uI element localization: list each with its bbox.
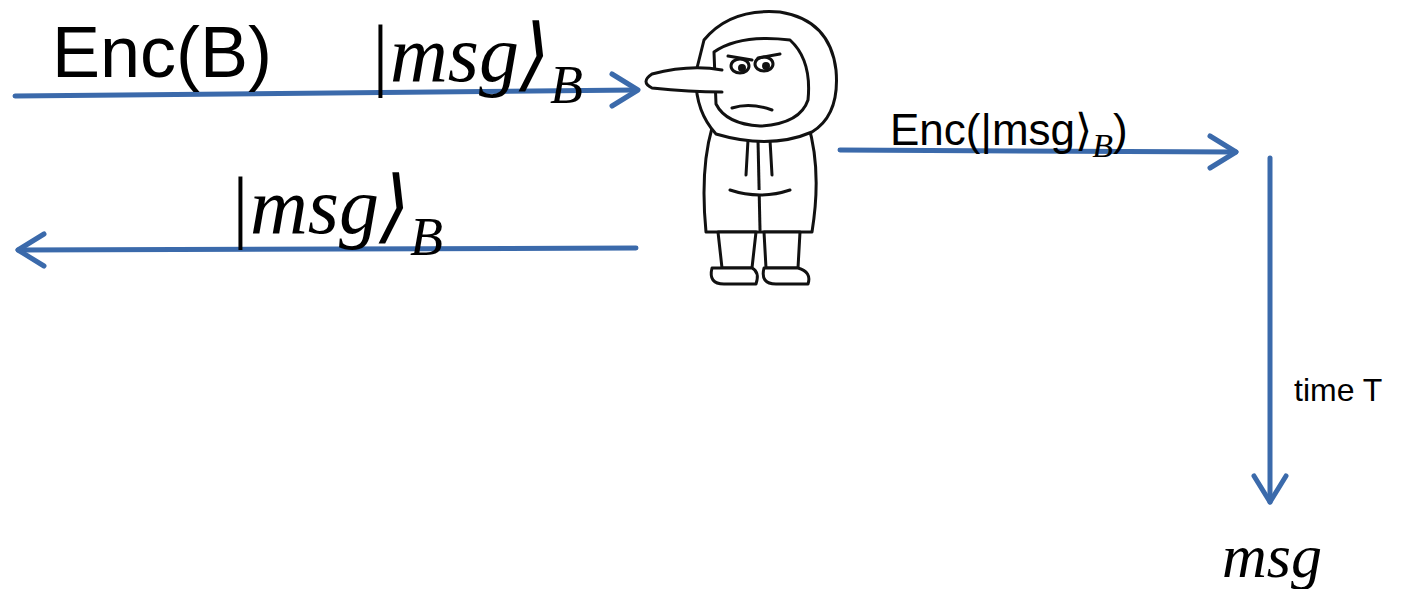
formula-label: ) <box>1113 105 1128 154</box>
formula-label: msg <box>1222 522 1322 589</box>
arrow-head <box>1210 136 1236 168</box>
formula-label: |msg⟩ <box>368 10 550 98</box>
formula-label: Enc(B) <box>52 12 272 92</box>
subscript-label: B <box>550 55 583 115</box>
text-group: Enc(B) <box>52 16 272 88</box>
text-group: time T <box>1294 374 1382 406</box>
subscript-label: B <box>410 207 443 267</box>
text-group: |msg⟩B <box>228 166 443 246</box>
arrow-head <box>18 234 44 266</box>
arrow-head <box>612 74 638 106</box>
hooded-figure <box>646 12 837 284</box>
formula-label: Enc(|msg⟩ <box>890 105 1092 154</box>
subscript-label: B <box>1092 127 1113 164</box>
formula-label: time T <box>1294 372 1382 408</box>
text-group: Enc(|msg⟩B) <box>890 108 1128 152</box>
arrow-head <box>1254 476 1286 502</box>
formula-label: |msg⟩ <box>228 162 410 250</box>
text-group: msg <box>1222 525 1322 587</box>
arrow-line <box>1268 158 1273 502</box>
text-group: |msg⟩B <box>368 14 583 94</box>
